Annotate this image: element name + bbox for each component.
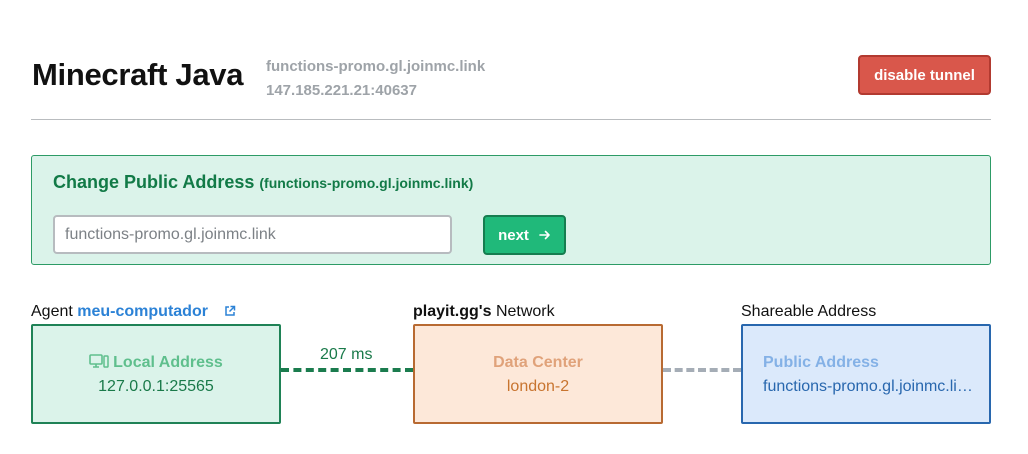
arrow-right-icon — [539, 230, 550, 240]
public-address-title: Public Address — [763, 354, 879, 371]
page-title: Minecraft Java — [32, 57, 244, 92]
current-address: (functions-promo.gl.joinmc.link) — [259, 175, 474, 191]
local-address-node: Local Address 127.0.0.1:25565 — [31, 324, 281, 424]
public-address-input[interactable] — [53, 215, 452, 254]
shareable-address-label: Shareable Address — [741, 303, 877, 320]
computer-icon — [89, 354, 109, 374]
latency-label: 207 ms — [320, 346, 373, 363]
tunnel-domain[interactable]: functions-promo.gl.joinmc.link — [266, 58, 486, 75]
tunnel-info: functions-promo.gl.joinmc.link 147.185.2… — [266, 55, 485, 103]
local-address-value[interactable]: 127.0.0.1:25565 — [98, 378, 214, 395]
next-button-label: next — [498, 226, 529, 244]
datacenter-value: london-2 — [506, 378, 570, 395]
connection-line-local — [281, 368, 413, 372]
public-address-value[interactable]: functions-promo.gl.joinmc.link — [763, 378, 973, 395]
public-address-node: Public Address functions-promo.gl.joinmc… — [741, 324, 991, 424]
connection-line-public — [663, 368, 741, 372]
tunnel-header: Minecraft Java functions-promo.gl.joinmc… — [32, 52, 991, 102]
datacenter-node: Data Center london-2 — [413, 324, 663, 424]
external-link-icon[interactable] — [224, 304, 236, 322]
datacenter-title: Data Center — [493, 354, 583, 371]
change-address-heading: Change Public Address — [53, 172, 255, 192]
change-address-panel: Change Public Address (functions-promo.g… — [31, 155, 991, 265]
disable-tunnel-button[interactable]: disable tunnel — [858, 55, 991, 95]
network-label: playit.gg's Network — [413, 303, 555, 320]
change-address-title: Change Public Address (functions-promo.g… — [53, 172, 473, 193]
next-button[interactable]: next — [483, 215, 566, 255]
header-divider — [31, 119, 991, 120]
agent-name-link[interactable]: meu-computador — [77, 303, 208, 320]
tunnel-ip-port[interactable]: 147.185.221.21:40637 — [266, 82, 417, 99]
local-address-title: Local Address — [33, 354, 279, 374]
network-owner: playit.gg's — [413, 303, 492, 320]
agent-label: Agent meu-computador — [31, 303, 236, 322]
